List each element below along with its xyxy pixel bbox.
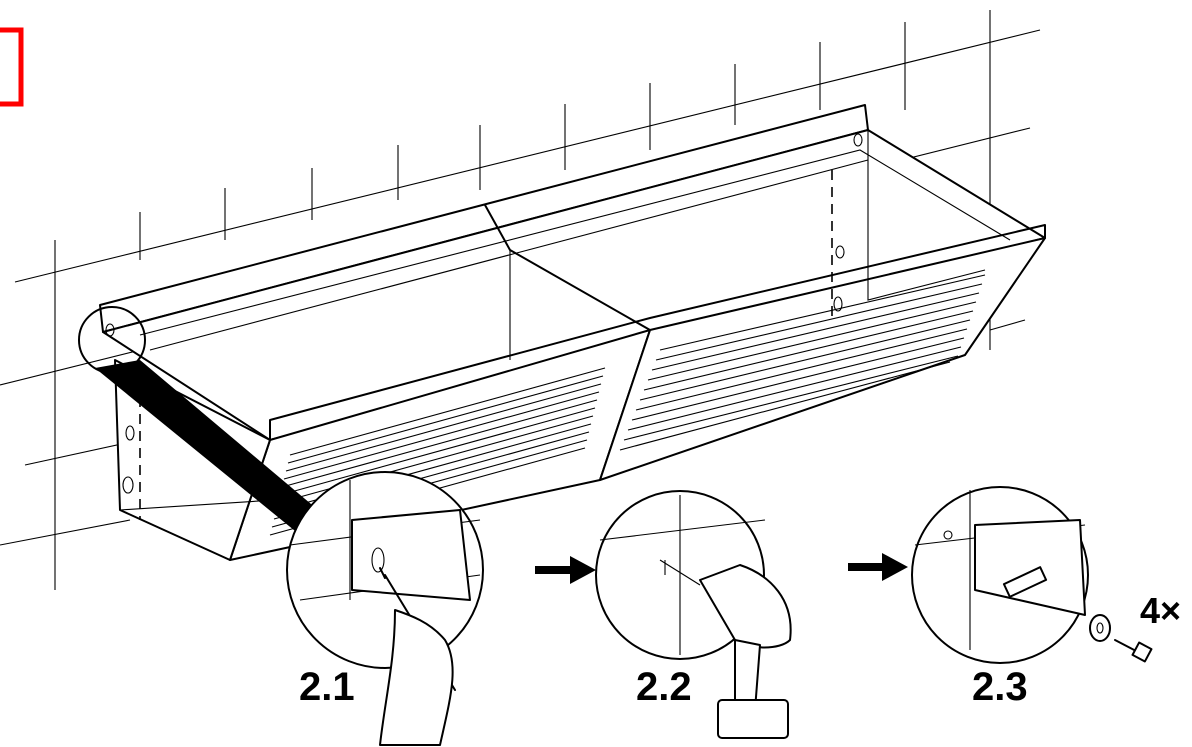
step-label-2-3: 2.3	[972, 665, 1028, 709]
step-label-2-1: 2.1	[299, 665, 355, 709]
double-basin	[99, 104, 1046, 561]
screw-icon	[1114, 639, 1153, 663]
drill-icon	[659, 559, 792, 739]
zoom-callout	[78, 306, 330, 535]
keyhole-slot	[105, 133, 863, 494]
arrow-right-icon	[848, 553, 908, 581]
wall-plug-icon	[1002, 566, 1048, 598]
arrow-right-icon	[535, 556, 596, 584]
washer-icon	[1089, 614, 1111, 642]
hand-icon	[379, 609, 454, 746]
detail-circle-2-1	[286, 471, 484, 746]
red-marker-frame	[0, 27, 24, 107]
step-label-2-2: 2.2	[636, 665, 692, 709]
detail-circle-2-2	[595, 490, 792, 739]
slats-right	[619, 274, 986, 451]
quantity-label: 4×	[1140, 590, 1181, 631]
detail-circle-2-3	[911, 486, 1153, 664]
